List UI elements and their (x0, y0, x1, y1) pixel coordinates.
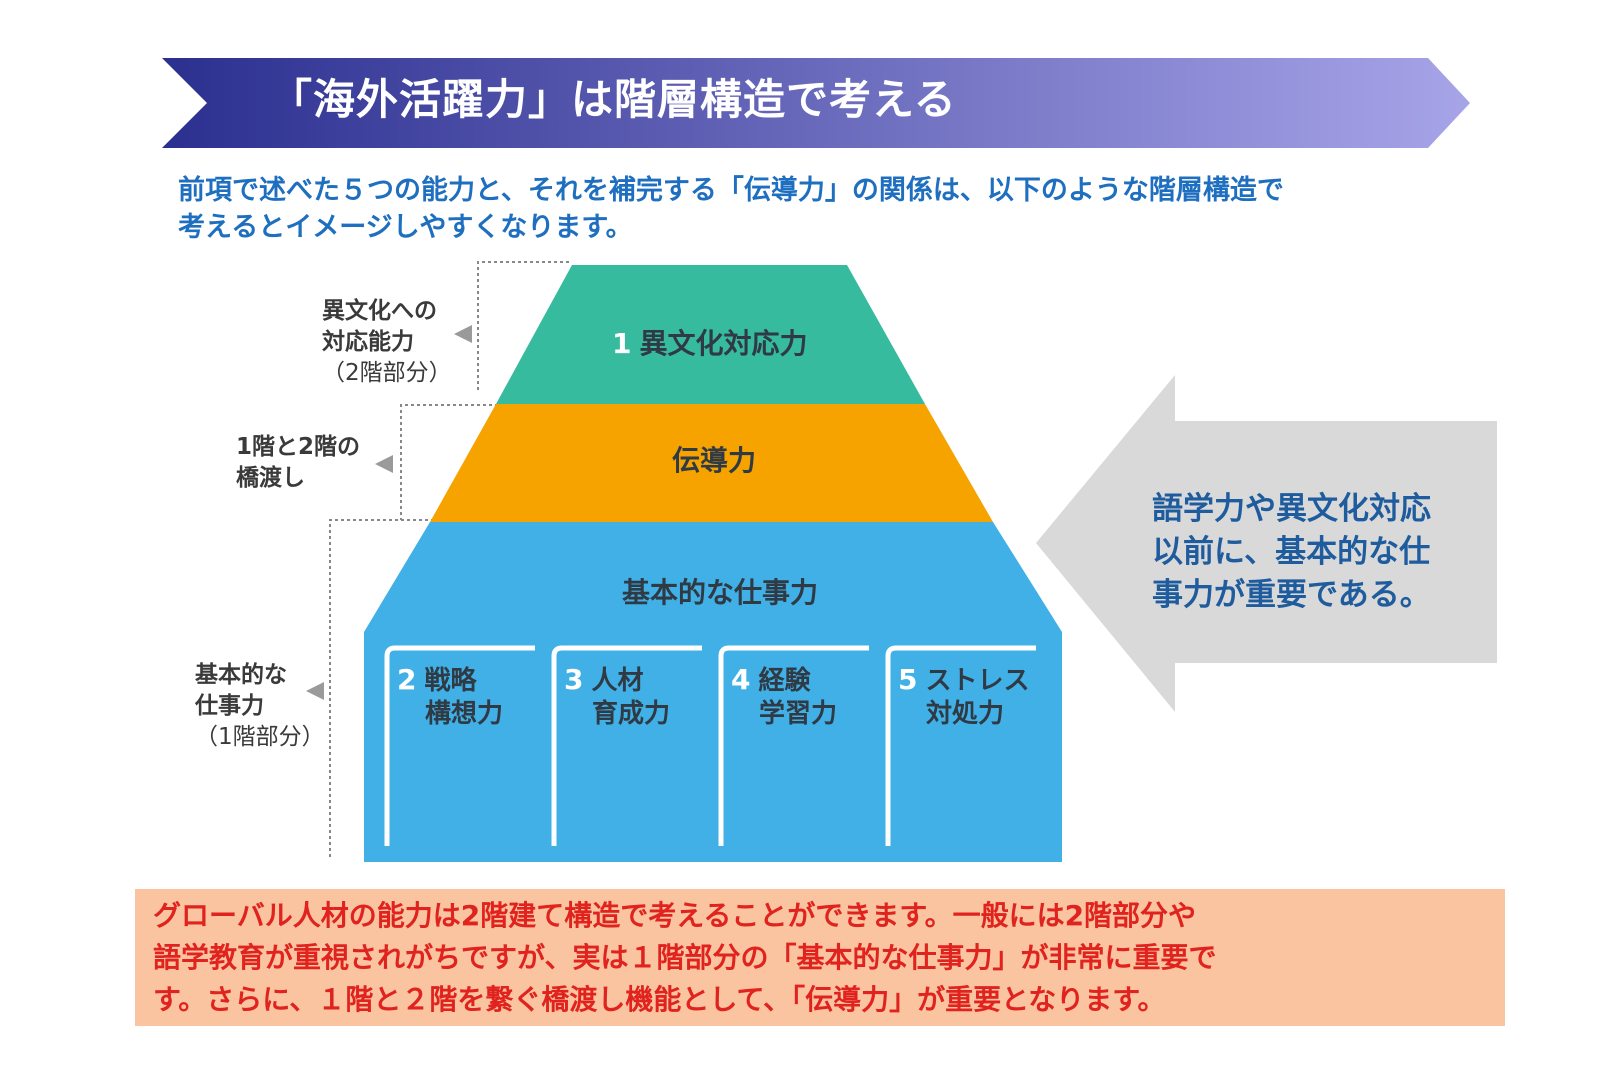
tier-base-label: 基本的な仕事力 (622, 576, 819, 609)
summary-line-2: 語学教育が重視されがちですが、実は１階部分の「基本的な仕事力」が非常に重要で (153, 941, 1217, 974)
side-label-lower: 基本的な 仕事力 （1階部分） (195, 662, 325, 750)
bridge-pointer-icon (375, 455, 393, 473)
callout-arrow-icon (1036, 375, 1497, 712)
side-label-bridge: 1階と2階の 橋渡し (236, 434, 361, 491)
summary-line-1: グローバル人材の能力は2階建て構造で考えることができます。一般には2階部分や (153, 899, 1197, 932)
tier-top (496, 265, 925, 404)
banner-arrow-shape (162, 58, 1470, 148)
page-title: 「海外活躍力」は階層構造で考える (270, 75, 957, 124)
tier-middle (430, 404, 993, 522)
summary-box: グローバル人材の能力は2階建て構造で考えることができます。一般には2階部分や 語… (135, 889, 1505, 1026)
pillar-outline-2 (551, 645, 702, 846)
lower-pointer-icon (306, 682, 324, 700)
header-banner: 「海外活躍力」は階層構造で考える (0, 0, 1610, 160)
side-label-upper: 異文化への 対応能力 （2階部分） (322, 298, 452, 386)
bridge-bracket (400, 404, 498, 520)
upper-bracket (477, 261, 569, 392)
upper-pointer-icon (454, 325, 472, 343)
tier-middle-label: 伝導力 (672, 444, 757, 477)
pillar-outline-1 (384, 645, 535, 846)
summary-line-3: す。さらに、１階と２階を繋ぐ橋渡し機能として、「伝導力」が重要となります。 (153, 983, 1166, 1016)
intro-text: 前項で述べた５つの能力と、それを補完する「伝導力」の関係は、以下のような階層構造… (178, 172, 1478, 246)
lower-bracket (329, 519, 434, 860)
intro-line-1: 前項で述べた５つの能力と、それを補完する「伝導力」の関係は、以下のような階層構造… (178, 175, 1284, 206)
intro-line-2: 考えるとイメージしやすくなります。 (178, 212, 633, 243)
callout-text: 語学力や異文化対応 以前に、基本的な仕 事力が重要である。 (1152, 491, 1431, 613)
pillar-outline-4 (885, 645, 1036, 846)
pillar-outline-3 (718, 645, 869, 846)
